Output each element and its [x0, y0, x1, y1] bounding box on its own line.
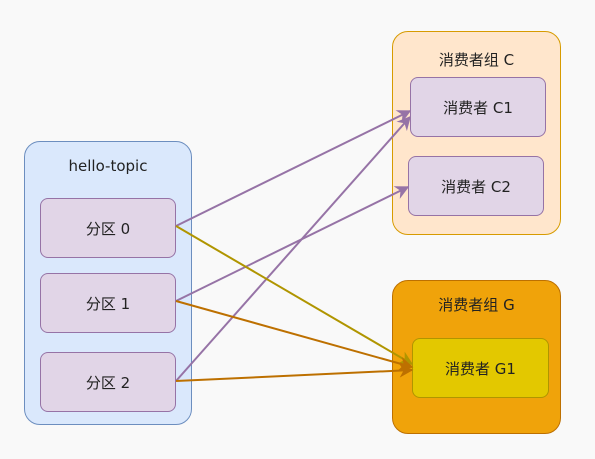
edge-4 [175, 300, 414, 371]
consumer-c1: 消费者 C1 [410, 77, 546, 137]
edge-0 [175, 110, 412, 227]
edge-2 [175, 115, 411, 382]
partition-2: 分区 2 [40, 352, 176, 412]
partition-0: 分区 0 [40, 198, 176, 258]
topic-label: hello-topic [68, 157, 148, 175]
partition-1: 分区 1 [40, 273, 176, 333]
consumer-group-c-label: 消费者组 C [438, 51, 515, 69]
consumer-g1: 消费者 G1 [412, 338, 549, 398]
edge-5 [175, 363, 414, 382]
consumer-group-g-label: 消费者组 G [438, 296, 515, 314]
edge-1 [175, 186, 410, 302]
edge-3 [175, 225, 414, 365]
consumer-c2: 消费者 C2 [408, 156, 544, 216]
